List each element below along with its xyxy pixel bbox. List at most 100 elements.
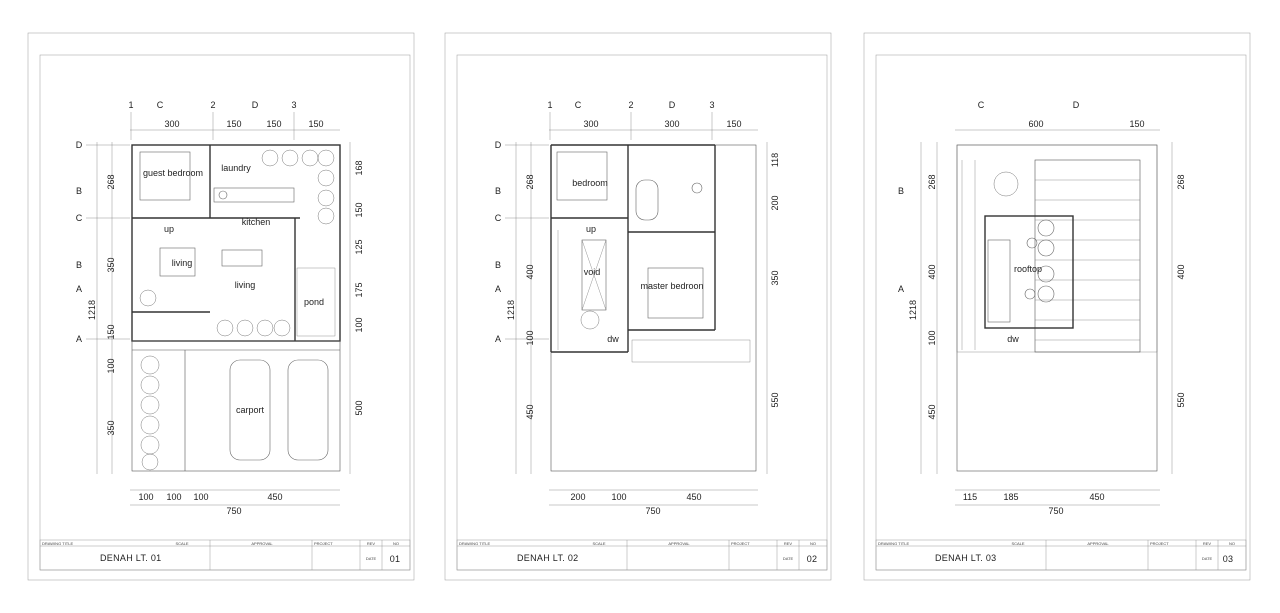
room-label: rooftop: [1014, 264, 1042, 274]
dim-label: 200: [770, 195, 780, 210]
dimensions-top: 600 150: [955, 119, 1160, 131]
dim-label: 400: [1176, 264, 1186, 279]
dim-label: 268: [525, 174, 535, 189]
plant-icon: [993, 171, 1019, 197]
grid-axes-left: B A: [898, 186, 904, 294]
room-label: dw: [607, 334, 619, 344]
roof-area: [1034, 159, 1141, 353]
dim-label: 550: [1176, 392, 1186, 407]
tb-label: NO: [1229, 541, 1235, 546]
grid-label: A: [495, 334, 501, 344]
dim-label: 100: [138, 492, 153, 502]
room-label: guest bedroom: [143, 168, 203, 178]
sheet-number: 01: [390, 554, 401, 564]
bathtub-icon: [635, 179, 659, 221]
dimensions-bottom: 115 185 450 750: [955, 489, 1160, 516]
car-icon: [287, 359, 329, 461]
tb-label: DRAWING TITLE: [878, 541, 909, 546]
dim-label: 400: [927, 264, 937, 279]
grid-label: B: [495, 260, 501, 270]
sheet-number: 02: [807, 554, 818, 564]
title-block: DRAWING TITLE SCALE APPROVAL PROJECT REV…: [875, 539, 1247, 571]
grid-axes-left: D B C B A A: [495, 140, 549, 344]
grid-label: C: [157, 100, 164, 110]
floor-plan-3: rooftop dw: [956, 144, 1158, 472]
grid-label: C: [575, 100, 582, 110]
dim-label: 450: [1089, 492, 1104, 502]
room-label: living: [172, 258, 193, 268]
tb-label: DATE: [1202, 556, 1213, 561]
dim-label: 150: [106, 324, 116, 339]
tb-label: SCALE: [592, 541, 605, 546]
title-block: DRAWING TITLE SCALE APPROVAL PROJECT REV…: [456, 539, 828, 571]
grid-label: A: [76, 284, 82, 294]
dimensions-left: 268 400 100 450 1218: [908, 142, 938, 474]
floor-plan-1: guest bedroom laundry kitchen up living …: [131, 144, 341, 472]
dim-label: 550: [770, 392, 780, 407]
dim-label: 168: [354, 160, 364, 175]
dim-total: 750: [1048, 506, 1063, 516]
tb-label: NO: [393, 541, 399, 546]
tb-label: SCALE: [1011, 541, 1024, 546]
room-label: carport: [236, 405, 265, 415]
toilet-icon: [691, 182, 703, 194]
dim-label: 600: [1028, 119, 1043, 129]
dim-label: 100: [611, 492, 626, 502]
grid-axes-top: 1 C 2 D 3: [547, 100, 715, 140]
dim-label: 350: [770, 270, 780, 285]
grid-label: B: [495, 186, 501, 196]
dimensions-top: 300 150 150 150: [130, 119, 340, 131]
room-label: up: [164, 224, 174, 234]
sofa-icon: [221, 249, 263, 267]
dimensions-left: 268 400 100 450 1218: [506, 142, 535, 474]
dim-label: 100: [193, 492, 208, 502]
dim-label: 118: [770, 153, 780, 167]
dim-label: 300: [583, 119, 598, 129]
grid-label: A: [76, 334, 82, 344]
dimensions-bottom: 100 100 100 450 750: [130, 489, 340, 516]
room-label: dw: [1007, 334, 1019, 344]
grid-axes-left: D B C B A A: [76, 140, 130, 344]
tb-label: PROJECT: [731, 541, 750, 546]
dim-label: 150: [266, 119, 281, 129]
tb-label: PROJECT: [314, 541, 333, 546]
void-area: [581, 239, 607, 311]
grid-label: D: [252, 100, 259, 110]
sheet-3: C D 600 150 B A 268 400 100 450 1218 268…: [863, 32, 1251, 581]
room-label: living: [235, 280, 256, 290]
dim-label: 300: [164, 119, 179, 129]
grid-label: 1: [547, 100, 552, 110]
dim-label: 100: [525, 330, 535, 345]
tb-label: APPROVAL: [251, 541, 273, 546]
dim-label: 450: [686, 492, 701, 502]
dim-total: 750: [226, 506, 241, 516]
plant-icon: [139, 149, 335, 471]
tb-label: SCALE: [175, 541, 188, 546]
tb-label: REV: [784, 541, 793, 546]
dim-label: 450: [927, 404, 937, 419]
grid-label: C: [978, 100, 985, 110]
grid-axes-top: 1 C 2 D 3: [128, 100, 297, 140]
dim-label: 268: [1176, 174, 1186, 189]
bed-icon: [556, 151, 608, 201]
grid-label: 2: [628, 100, 633, 110]
grid-label: B: [76, 260, 82, 270]
dim-label: 450: [525, 404, 535, 419]
dining-table-icon: [159, 247, 196, 277]
sheet-1: 1 C 2 D 3 300 150 150 150 D B C B A A: [27, 32, 415, 581]
floor-plan-2: bedroom up void master bedroon dw: [550, 144, 757, 472]
dim-label: 268: [927, 174, 937, 189]
tb-label: DATE: [366, 556, 377, 561]
dim-label: 350: [106, 257, 116, 272]
plant-icon: [580, 310, 600, 330]
drawing-title: DENAH LT. 01: [100, 553, 161, 563]
dim-label: 200: [570, 492, 585, 502]
dimensions-top: 300 300 150: [549, 119, 758, 131]
dim-label: 150: [226, 119, 241, 129]
grid-label: C: [76, 213, 83, 223]
dim-label: 100: [106, 358, 116, 373]
dim-label: 175: [354, 282, 364, 297]
grid-label: 3: [709, 100, 714, 110]
car-icon: [229, 359, 271, 461]
dim-label: 150: [308, 119, 323, 129]
